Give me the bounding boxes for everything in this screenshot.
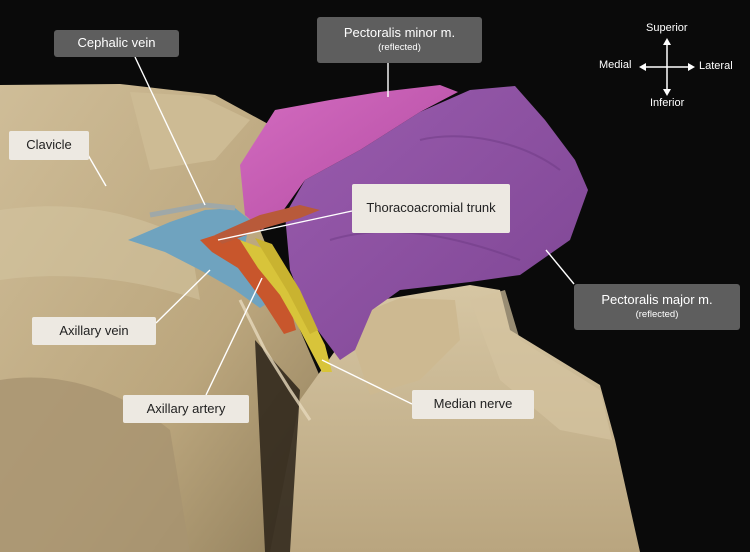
- medial-label: Medial: [599, 59, 632, 71]
- leader-lines: [87, 56, 575, 405]
- pectoralis-minor-note: (reflected): [378, 42, 421, 53]
- pectoralis-minor-label: Pectoralis minor m. (reflected): [317, 17, 482, 63]
- cephalic-vein-text: Cephalic vein: [77, 35, 156, 51]
- pectoralis-major-label: Pectoralis major m. (reflected): [574, 284, 740, 330]
- cephalic-vein-label: Cephalic vein: [54, 30, 179, 57]
- clavicle-label: Clavicle: [9, 131, 89, 160]
- axillary-artery-label: Axillary artery: [123, 395, 249, 423]
- thoracoacromial-trunk-structure: [215, 205, 320, 244]
- median-nerve-structure: [240, 240, 332, 372]
- pectoralis-minor-muscle: [240, 85, 458, 230]
- thoracoacromial-trunk-text: Thoracoacromial trunk: [366, 200, 496, 216]
- median-nerve-label: Median nerve: [412, 390, 534, 419]
- axillary-vein-text: Axillary vein: [59, 322, 129, 338]
- superior-label: Superior: [646, 22, 688, 34]
- thoracoacromial-trunk-label: Thoracoacromial trunk: [352, 184, 510, 233]
- pectoralis-minor-text: Pectoralis minor m.: [343, 25, 456, 41]
- median-nerve-text: Median nerve: [433, 396, 513, 412]
- axillary-artery-structure: [200, 232, 296, 334]
- lateral-label: Lateral: [699, 60, 733, 72]
- orientation-arrows: [639, 38, 695, 96]
- clavicle-text: Clavicle: [26, 137, 72, 153]
- axillary-artery-text: Axillary artery: [146, 400, 226, 416]
- axillary-vein-label: Axillary vein: [32, 317, 156, 345]
- pectoralis-major-note: (reflected): [635, 309, 679, 320]
- inferior-label: Inferior: [650, 97, 685, 109]
- pectoralis-major-text: Pectoralis major m.: [601, 292, 713, 308]
